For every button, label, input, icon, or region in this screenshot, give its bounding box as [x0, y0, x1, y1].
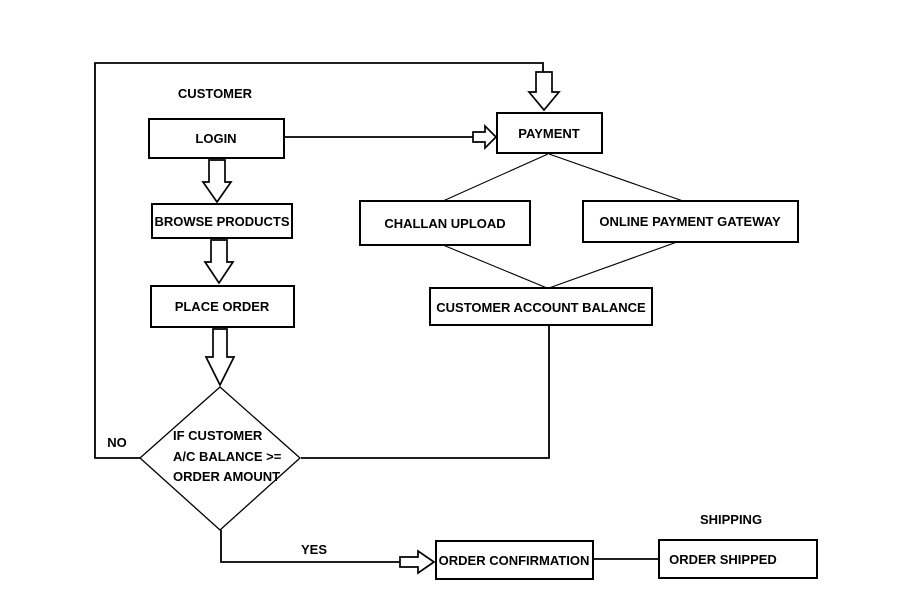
- node-place-order: PLACE ORDER: [150, 285, 295, 328]
- node-decision-balance-check: IF CUSTOMER A/C BALANCE >= ORDER AMOUNT: [139, 386, 301, 531]
- node-login-label: LOGIN: [195, 131, 236, 146]
- node-order-shipped: ORDER SHIPPED: [658, 539, 818, 579]
- arrow-down-browse-to-place-icon: [203, 239, 235, 285]
- node-browse-products: BROWSE PRODUCTS: [151, 203, 293, 239]
- node-customer-account-balance-label: CUSTOMER ACCOUNT BALANCE: [436, 300, 646, 315]
- node-order-shipped-label: ORDER SHIPPED: [669, 552, 777, 567]
- decision-label-line2: A/C BALANCE >=: [173, 449, 282, 464]
- arrow-right-into-confirmation-icon: [399, 549, 436, 575]
- decision-label-line3: ORDER AMOUNT: [173, 469, 280, 484]
- arrow-down-into-payment-icon: [527, 71, 561, 112]
- arrow-right-into-payment-icon: [472, 123, 498, 151]
- decision-label-line1: IF CUSTOMER: [173, 428, 263, 443]
- node-place-order-label: PLACE ORDER: [175, 299, 270, 314]
- connector-challan-to-balance: [442, 244, 548, 289]
- node-online-payment-gateway: ONLINE PAYMENT GATEWAY: [582, 200, 799, 243]
- node-challan-upload-label: CHALLAN UPLOAD: [384, 216, 505, 231]
- node-online-payment-gateway-label: ONLINE PAYMENT GATEWAY: [599, 214, 781, 229]
- branch-label-no: NO: [107, 435, 127, 450]
- connector-decision-yes-path: [220, 530, 400, 563]
- node-payment-label: PAYMENT: [518, 126, 579, 141]
- node-login: LOGIN: [148, 118, 285, 159]
- node-payment: PAYMENT: [496, 112, 603, 154]
- node-order-confirmation-label: ORDER CONFIRMATION: [439, 553, 590, 568]
- arrow-down-login-to-browse-icon: [201, 159, 233, 204]
- connector-payment-to-gateway: [548, 153, 684, 202]
- section-label-customer: CUSTOMER: [178, 86, 253, 101]
- arrow-down-place-to-decision-icon: [204, 328, 236, 387]
- node-order-confirmation: ORDER CONFIRMATION: [435, 540, 594, 580]
- connector-payment-to-challan: [442, 153, 549, 202]
- section-label-shipping: SHIPPING: [700, 512, 762, 527]
- connector-gateway-to-balance: [548, 241, 678, 289]
- branch-label-yes: YES: [301, 542, 327, 557]
- connector-no-loop-to-payment: [94, 62, 544, 459]
- node-browse-products-label: BROWSE PRODUCTS: [154, 214, 289, 229]
- node-challan-upload: CHALLAN UPLOAD: [359, 200, 531, 246]
- node-customer-account-balance: CUSTOMER ACCOUNT BALANCE: [429, 287, 653, 326]
- connector-balance-to-decision: [301, 325, 550, 459]
